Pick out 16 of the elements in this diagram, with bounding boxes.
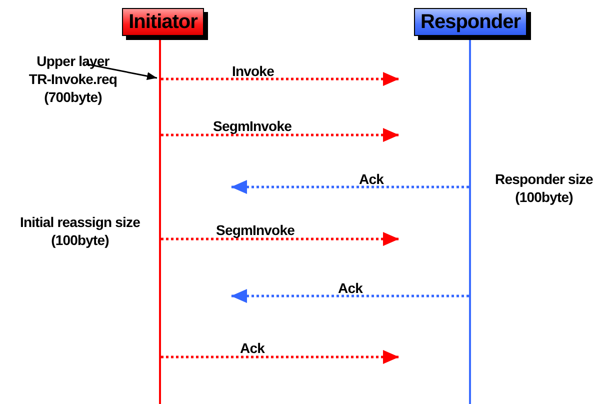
annotation-text: Initial reassign size (100byte) [19, 213, 141, 249]
annotation-text: Upper layer TR-Invoke.req (700byte) [26, 52, 120, 106]
message-arrow [161, 72, 399, 86]
message-arrow [161, 350, 399, 364]
message-arrow [161, 232, 399, 246]
message-arrow [231, 289, 469, 303]
edge-label: SegmInvoke [216, 222, 294, 238]
edge-label: Ack [338, 280, 362, 296]
edge-label: SegmInvoke [213, 118, 292, 134]
message-arrow [161, 128, 399, 142]
annotation-text: Responder size (100byte) [494, 170, 594, 206]
edge-label: Ack [359, 171, 384, 187]
edge-label: Invoke [232, 63, 274, 79]
leader-arrow [86, 63, 158, 80]
message-arrow [231, 180, 469, 194]
edge-label: Ack [240, 340, 264, 356]
